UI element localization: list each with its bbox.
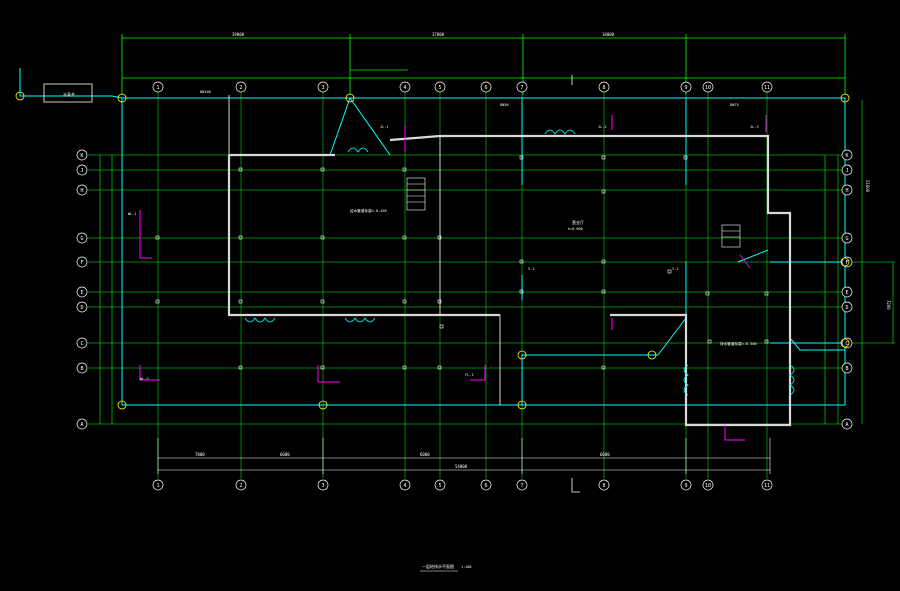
- row-right-c: C: [845, 341, 848, 347]
- grid-bubbles-left: [76, 149, 88, 430]
- col-bottom-5: 5: [438, 483, 441, 489]
- grid-bubbles-bottom: [152, 479, 773, 491]
- label-dn100: DN100: [200, 90, 211, 94]
- col-bottom-6: 6: [484, 483, 487, 489]
- room-level: h=0.000: [568, 227, 583, 231]
- col-top-3: 3: [321, 85, 324, 91]
- col-bottom-9: 9: [684, 483, 687, 489]
- pipe-nodes: [15, 91, 850, 410]
- dim-right-vertical: 21000: [865, 180, 870, 193]
- row-left-b: B: [80, 366, 83, 372]
- dim-bottom-mid-1: 6000: [280, 452, 290, 457]
- row-right-d: D: [845, 305, 848, 311]
- col-top-11: 11: [764, 85, 770, 91]
- row-right-j: J: [845, 168, 848, 174]
- label-y2: Y-2: [672, 267, 679, 271]
- col-bottom-7: 7: [520, 483, 523, 489]
- row-right-k: K: [845, 153, 848, 159]
- water-meter-pit: [43, 83, 93, 103]
- col-top-9: 9: [684, 85, 687, 91]
- row-right-a: A: [845, 422, 848, 428]
- col-bottom-2: 2: [239, 483, 242, 489]
- drawing-title: 一层给排水平面图: [422, 563, 454, 569]
- col-top-5: 5: [438, 85, 441, 91]
- row-right-g: G: [845, 236, 848, 242]
- room-label: 营业厅: [572, 219, 584, 225]
- dim-bottom-mid-2: 6000: [420, 452, 430, 457]
- dim-top-mid: 37800: [432, 32, 445, 37]
- dim-bottom-right: 6000: [600, 452, 610, 457]
- col-top-1: 1: [156, 85, 159, 91]
- dim-top-left: 39000: [232, 32, 245, 37]
- label-fl1: FL-1: [465, 373, 474, 377]
- label-dn75: DN75: [730, 103, 739, 107]
- label-jl2: JL-2: [598, 125, 607, 129]
- row-left-j: J: [80, 168, 83, 174]
- dim-bottom-left: 7800: [195, 452, 205, 457]
- col-top-4: 4: [403, 85, 406, 91]
- col-top-2: 2: [239, 85, 242, 91]
- col-bottom-1: 1: [156, 483, 159, 489]
- row-right-f: F: [845, 260, 848, 266]
- row-right-b: B: [845, 366, 848, 372]
- row-left-g: G: [80, 236, 83, 242]
- row-left-e: E: [80, 290, 83, 296]
- dim-top-right: 18000: [602, 32, 615, 37]
- col-top-7: 7: [520, 85, 523, 91]
- col-bottom-11: 11: [764, 483, 770, 489]
- row-left-c: C: [80, 341, 83, 347]
- dim-right-small: 7200: [886, 300, 891, 310]
- building-walls: [227, 95, 792, 427]
- water-meter-pit-label: 水表井: [63, 91, 75, 97]
- col-top-10: 10: [705, 85, 711, 91]
- col-top-8: 8: [602, 85, 605, 91]
- structural-columns: [155, 155, 769, 370]
- grid-bubbles-right: [841, 149, 853, 430]
- row-left-k: K: [80, 153, 83, 159]
- pipe-note: 给水管道标高h-0.450: [350, 208, 387, 213]
- sanitary-fixtures: [139, 115, 767, 441]
- drain-note: 排水管道标高h-0.500: [720, 341, 757, 346]
- staircase: [406, 177, 741, 248]
- label-y1: Y-1: [528, 267, 535, 271]
- door-swings: [244, 129, 795, 396]
- label-jl3: JL-3: [750, 125, 759, 129]
- label-wl1: WL-1: [128, 212, 137, 216]
- water-supply-main: [19, 68, 846, 406]
- row-right-h: H: [845, 188, 848, 194]
- bottom-dimensions: [157, 438, 771, 474]
- row-right-e: E: [845, 290, 848, 296]
- row-left-a: A: [80, 422, 83, 428]
- row-left-h: H: [80, 188, 83, 194]
- row-left-f: F: [80, 260, 83, 266]
- label-dn50: DN50: [500, 103, 509, 107]
- top-dimensions: [121, 34, 846, 95]
- grid-lines: [88, 88, 845, 478]
- grid-bubbles-top: [152, 81, 773, 93]
- col-bottom-3: 3: [321, 483, 324, 489]
- col-bottom-10: 10: [705, 483, 711, 489]
- drawing-scale: 1:100: [461, 565, 472, 569]
- col-top-6: 6: [484, 85, 487, 91]
- section-mark: [571, 75, 580, 493]
- label-jl1: JL-1: [380, 125, 389, 129]
- label-wl2: WL-2: [140, 377, 149, 381]
- col-bottom-4: 4: [403, 483, 406, 489]
- col-bottom-8: 8: [602, 483, 605, 489]
- row-left-d: D: [80, 305, 83, 311]
- dim-bottom-total: 54000: [455, 464, 468, 469]
